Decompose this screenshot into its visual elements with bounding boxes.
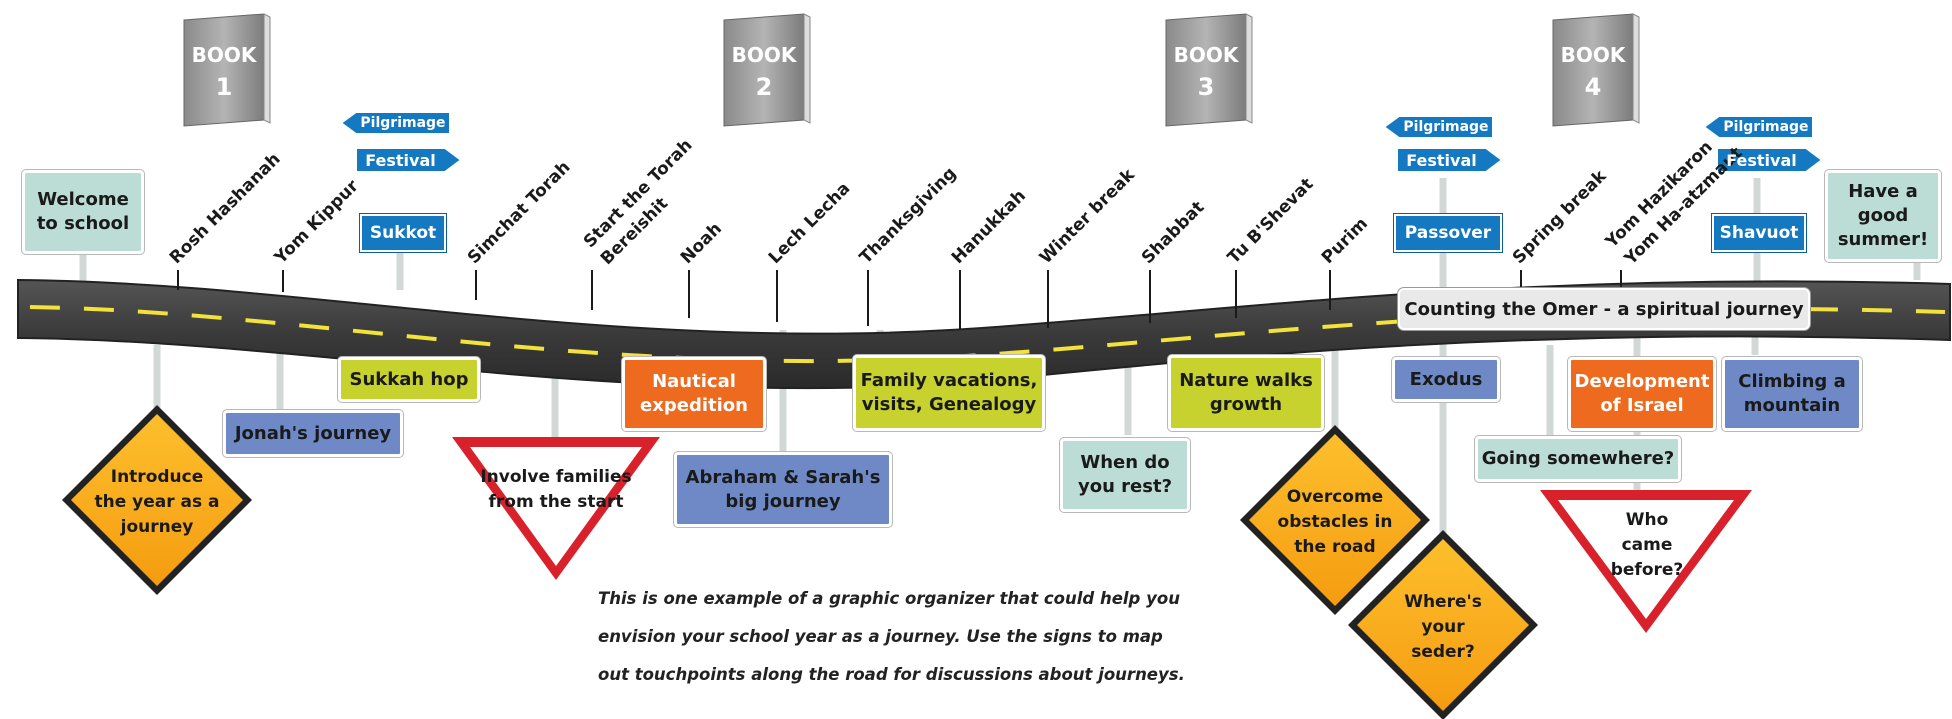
sukkah-hop-sign: Sukkah hop — [338, 357, 480, 402]
introduce-text: Introduce the year as a journey — [94, 466, 220, 537]
pilgrimage-label-3: Pilgrimage — [1723, 118, 1809, 135]
book-3-number: 3 — [1197, 72, 1215, 101]
pilgrimage-label-2: Pilgrimage — [1403, 118, 1489, 135]
festival-arrow-1 — [355, 147, 463, 173]
festival-label-2: Festival — [1406, 150, 1477, 170]
development-of-israel-sign: Development of Israel — [1568, 357, 1716, 431]
timeline-ticks — [177, 270, 1622, 329]
abraham-sarah-sign: Abraham & Sarah's big journey — [674, 452, 892, 527]
climbing-a-mountain-sign: Climbing a mountain — [1722, 357, 1862, 431]
book-1-word: BOOK — [191, 42, 257, 67]
pilgrimage-arrow-3 — [1702, 115, 1814, 139]
pilgrimage-arrow-2 — [1382, 115, 1494, 139]
caption-line-3: out touchpoints along the road for discu… — [598, 665, 1185, 684]
nautical-expedition-sign: Nautical expedition — [622, 357, 766, 431]
book-4 — [1552, 13, 1640, 127]
yield-families — [452, 437, 660, 580]
festival-arrow-3 — [1716, 147, 1824, 173]
diamond-introduce — [62, 405, 252, 595]
nature-walks-sign: Nature walks growth — [1168, 355, 1324, 431]
family-vacations-sign: Family vacations, visits, Genealogy — [853, 355, 1045, 431]
book-2-number: 2 — [755, 72, 773, 101]
jonah-journey-sign: Jonah's journey — [223, 410, 403, 457]
book-4-word: BOOK — [1560, 42, 1626, 67]
diamond-seder — [1348, 530, 1538, 719]
book-2 — [723, 13, 811, 127]
book-2-word: BOOK — [731, 42, 797, 67]
summer-sign: Have a good summer! — [1825, 170, 1941, 262]
book-1-number: 1 — [215, 72, 233, 101]
book-1 — [183, 13, 271, 127]
seder-text: Where's your seder? — [1404, 591, 1482, 662]
exodus-sign: Exodus — [1392, 357, 1500, 402]
caption-line-2: envision your school year as a journey. … — [598, 627, 1163, 646]
pilgrimage-arrow-1 — [339, 111, 451, 135]
shavuot-sign: Shavuot — [1712, 214, 1806, 252]
caption: This is one example of a graphic organiz… — [598, 580, 1298, 694]
yield-who — [1540, 490, 1752, 633]
passover-sign: Passover — [1394, 214, 1502, 252]
book-3 — [1165, 13, 1253, 127]
book-3-word: BOOK — [1173, 42, 1239, 67]
festival-label-1: Festival — [365, 150, 436, 170]
counting-the-omer-banner: Counting the Omer - a spiritual journey — [1398, 288, 1810, 330]
obstacles-text: Overcome obstacles in the road — [1277, 486, 1393, 557]
who-came-before-text: Who came before? — [1610, 509, 1684, 580]
pilgrimage-label-1: Pilgrimage — [360, 114, 446, 131]
festival-label-3: Festival — [1726, 150, 1797, 170]
going-somewhere-sign: Going somewhere? — [1475, 436, 1681, 482]
festival-arrow-2 — [1396, 147, 1504, 173]
caption-line-1: This is one example of a graphic organiz… — [598, 589, 1180, 608]
when-do-you-rest-sign: When do you rest? — [1060, 438, 1190, 512]
diamond-obstacles — [1240, 425, 1430, 615]
sukkot-sign: Sukkot — [360, 214, 446, 252]
involve-families-text: Involve families from the start — [480, 467, 632, 512]
book-4-number: 4 — [1584, 72, 1602, 101]
welcome-sign: Welcome to school — [22, 170, 144, 254]
